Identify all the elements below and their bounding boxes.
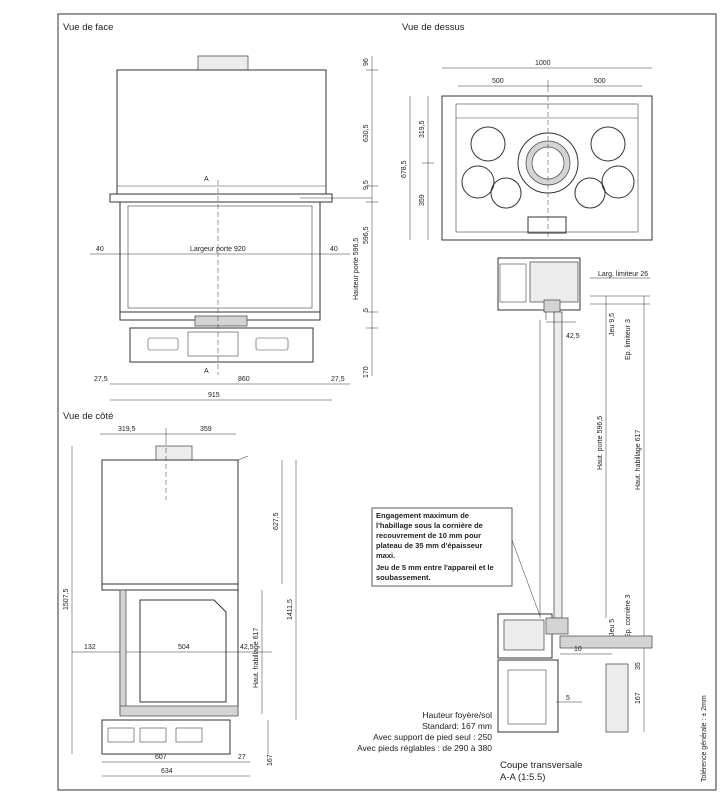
foyer-height-support: Avec support de pied seul : 250	[373, 732, 492, 742]
front-view: Vue de face A A 40 40 Largeur porte 920 …	[63, 22, 378, 401]
side-flue-collar	[155, 445, 193, 461]
section-label-167: 167	[635, 692, 642, 704]
front-dim-27-5-left: 27,5	[94, 376, 108, 383]
top-view: Vue de dessus 1000 500 500 678,5 319,5 3…	[401, 22, 653, 241]
side-dim-319-5: 319,5	[118, 426, 136, 433]
section-floor-block	[605, 663, 629, 733]
section-base	[497, 659, 559, 733]
front-section-mark-top: A	[204, 176, 209, 183]
side-dim-607: 607	[155, 754, 167, 761]
top-dim-1000: 1000	[535, 60, 551, 67]
top-view-title: Vue de dessus	[402, 22, 465, 33]
front-dim-96: 96	[363, 58, 370, 66]
section-view: Larg. limiteur 26 42,5 Haut. porte 596,5…	[357, 257, 708, 783]
top-dim-319-5: 319,5	[419, 120, 426, 138]
side-dim-359: 359	[200, 426, 212, 433]
side-dim-167: 167	[267, 754, 274, 766]
front-upper-frame	[109, 193, 333, 203]
note-line-4: plateau de 35 mm d'épaisseur	[376, 541, 482, 550]
front-dim-915: 915	[208, 392, 220, 399]
top-hole-upper-right	[590, 126, 626, 162]
top-dim-500-right: 500	[594, 78, 606, 85]
section-label-tolerance: Tolérence générale : ± 2mm	[701, 695, 708, 782]
side-hood	[101, 459, 239, 585]
side-dim-504: 504	[178, 644, 190, 651]
side-dim-627-5: 627,5	[273, 512, 280, 530]
section-label-jeu-5: Jeu 5	[609, 619, 616, 636]
top-dim-500-left: 500	[492, 78, 504, 85]
foyer-height-title: Hauteur foyère/sol	[423, 710, 493, 720]
side-dim-27: 27	[238, 754, 246, 761]
sheet-frame	[57, 13, 717, 791]
section-label-haut-porte: Haut. porte 596,5	[597, 416, 604, 470]
note-line-3: recouvrement de 10 mm pour	[376, 531, 481, 540]
top-dim-359: 359	[419, 194, 426, 206]
front-view-title: Vue de face	[63, 22, 113, 33]
section-label-jeu-9-5: Jeu 9,5	[609, 313, 616, 336]
note-line-1: Engagement maximum de	[376, 511, 469, 520]
section-label-haut-habillage: Haut. habillage 617	[635, 430, 642, 490]
note-line-2: l'habillage sous la cornière de	[376, 521, 483, 530]
foyer-height-standard: Standard: 167 mm	[422, 721, 492, 731]
front-dim-5: 5	[363, 308, 370, 312]
front-door	[119, 201, 321, 313]
front-dim-9-5: 9,5	[363, 180, 370, 190]
note-line-7: soubassement.	[376, 573, 431, 582]
top-hole-mid-right	[601, 165, 635, 199]
note-box	[371, 507, 513, 587]
front-base	[129, 327, 314, 363]
side-dim-1507-5: 1507,5	[63, 588, 70, 610]
side-dim-1411-5: 1411,5	[287, 599, 294, 620]
top-hole-mid-left	[461, 165, 495, 199]
section-limiter	[543, 299, 561, 313]
front-section-mark-bottom: A	[204, 368, 209, 375]
side-dim-42-5: 42,5	[240, 644, 254, 651]
section-label-ep-corniere: Ep. cornière 3	[625, 594, 632, 638]
top-body-outline	[441, 95, 653, 241]
section-label-limiteur: Larg. limiteur 26	[598, 271, 648, 278]
front-hood	[116, 69, 327, 195]
front-dim-596-5: 596,5	[363, 226, 370, 244]
front-dim-27-5-right: 27,5	[331, 376, 345, 383]
section-bottom-block	[497, 613, 553, 659]
section-caption-title: Coupe transversale	[500, 760, 582, 771]
section-glass-door	[553, 311, 563, 619]
side-view: Vue de côté 319,5 359 1507,5 627,5 1411,…	[63, 411, 297, 777]
top-hole-lower-left	[490, 177, 522, 209]
top-hole-upper-left	[470, 126, 506, 162]
top-outlet	[527, 216, 567, 234]
front-dim-860: 860	[238, 376, 250, 383]
section-label-42-5: 42,5	[566, 333, 580, 340]
section-hearth-plate	[559, 635, 653, 649]
front-flue-collar	[197, 55, 249, 71]
section-label-ep-limiteur: Ep. limiteur 3	[625, 319, 632, 360]
section-label-10: 10	[574, 646, 582, 653]
front-dim-40-right: 40	[330, 246, 338, 253]
section-caption-scale: A-A (1:5.5)	[500, 772, 545, 783]
front-door-width-label: Largeur porte 920	[190, 246, 246, 253]
front-dim-40-left: 40	[96, 246, 104, 253]
front-dim-630-5: 630,5	[363, 124, 370, 142]
side-dim-132: 132	[84, 644, 96, 651]
note-line-5: maxi.	[376, 551, 395, 560]
side-view-title: Vue de côté	[63, 411, 113, 422]
section-top-hood	[497, 257, 581, 311]
side-hood-height-label: Haut. habillage 617	[253, 628, 260, 688]
front-door-height-label: Hauteur porte 596,5	[353, 238, 360, 300]
section-label-35: 35	[635, 662, 642, 670]
top-hole-lower-right	[574, 177, 606, 209]
side-firebox-inner	[139, 599, 227, 703]
side-base	[101, 719, 231, 755]
note-line-6: Jeu de 5 mm entre l'appareil et le	[376, 563, 494, 572]
top-dim-678-5: 678,5	[401, 160, 408, 178]
section-label-5: 5	[566, 695, 570, 702]
side-dim-634: 634	[161, 768, 173, 775]
foyer-height-feet: Avec pieds réglables : de 290 à 380	[357, 743, 492, 753]
front-dim-170: 170	[363, 366, 370, 378]
